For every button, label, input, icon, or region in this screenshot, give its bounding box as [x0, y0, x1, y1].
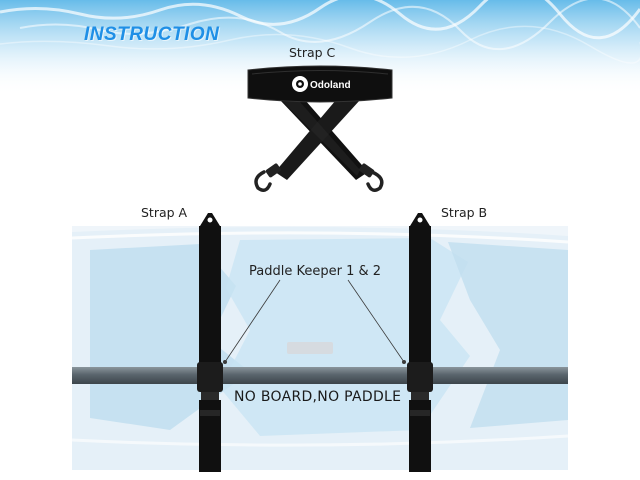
left-hook-icon [254, 163, 281, 192]
strap-a-label: Strap A [141, 205, 188, 220]
strap-c: Odoland [247, 65, 393, 192]
instruction-title: INSTRUCTION [84, 24, 220, 45]
paddle-keeper-pointer-left [224, 279, 281, 363]
strap-a [197, 213, 223, 472]
strap-b [407, 213, 433, 472]
paddle-shaft [72, 367, 568, 384]
paddle-keeper-label: Paddle Keeper 1 & 2 [249, 264, 382, 279]
right-hook-icon [359, 163, 384, 192]
strap-b-label: Strap B [441, 205, 488, 220]
paddle-keeper-pointer-right [347, 279, 405, 363]
paddle-board [71, 226, 569, 470]
strap-c-logo-text: Odoland [310, 80, 351, 91]
strap-c-label: Strap C [289, 45, 336, 60]
no-board-no-paddle-caption: NO BOARD,NO PADDLE [234, 389, 402, 405]
